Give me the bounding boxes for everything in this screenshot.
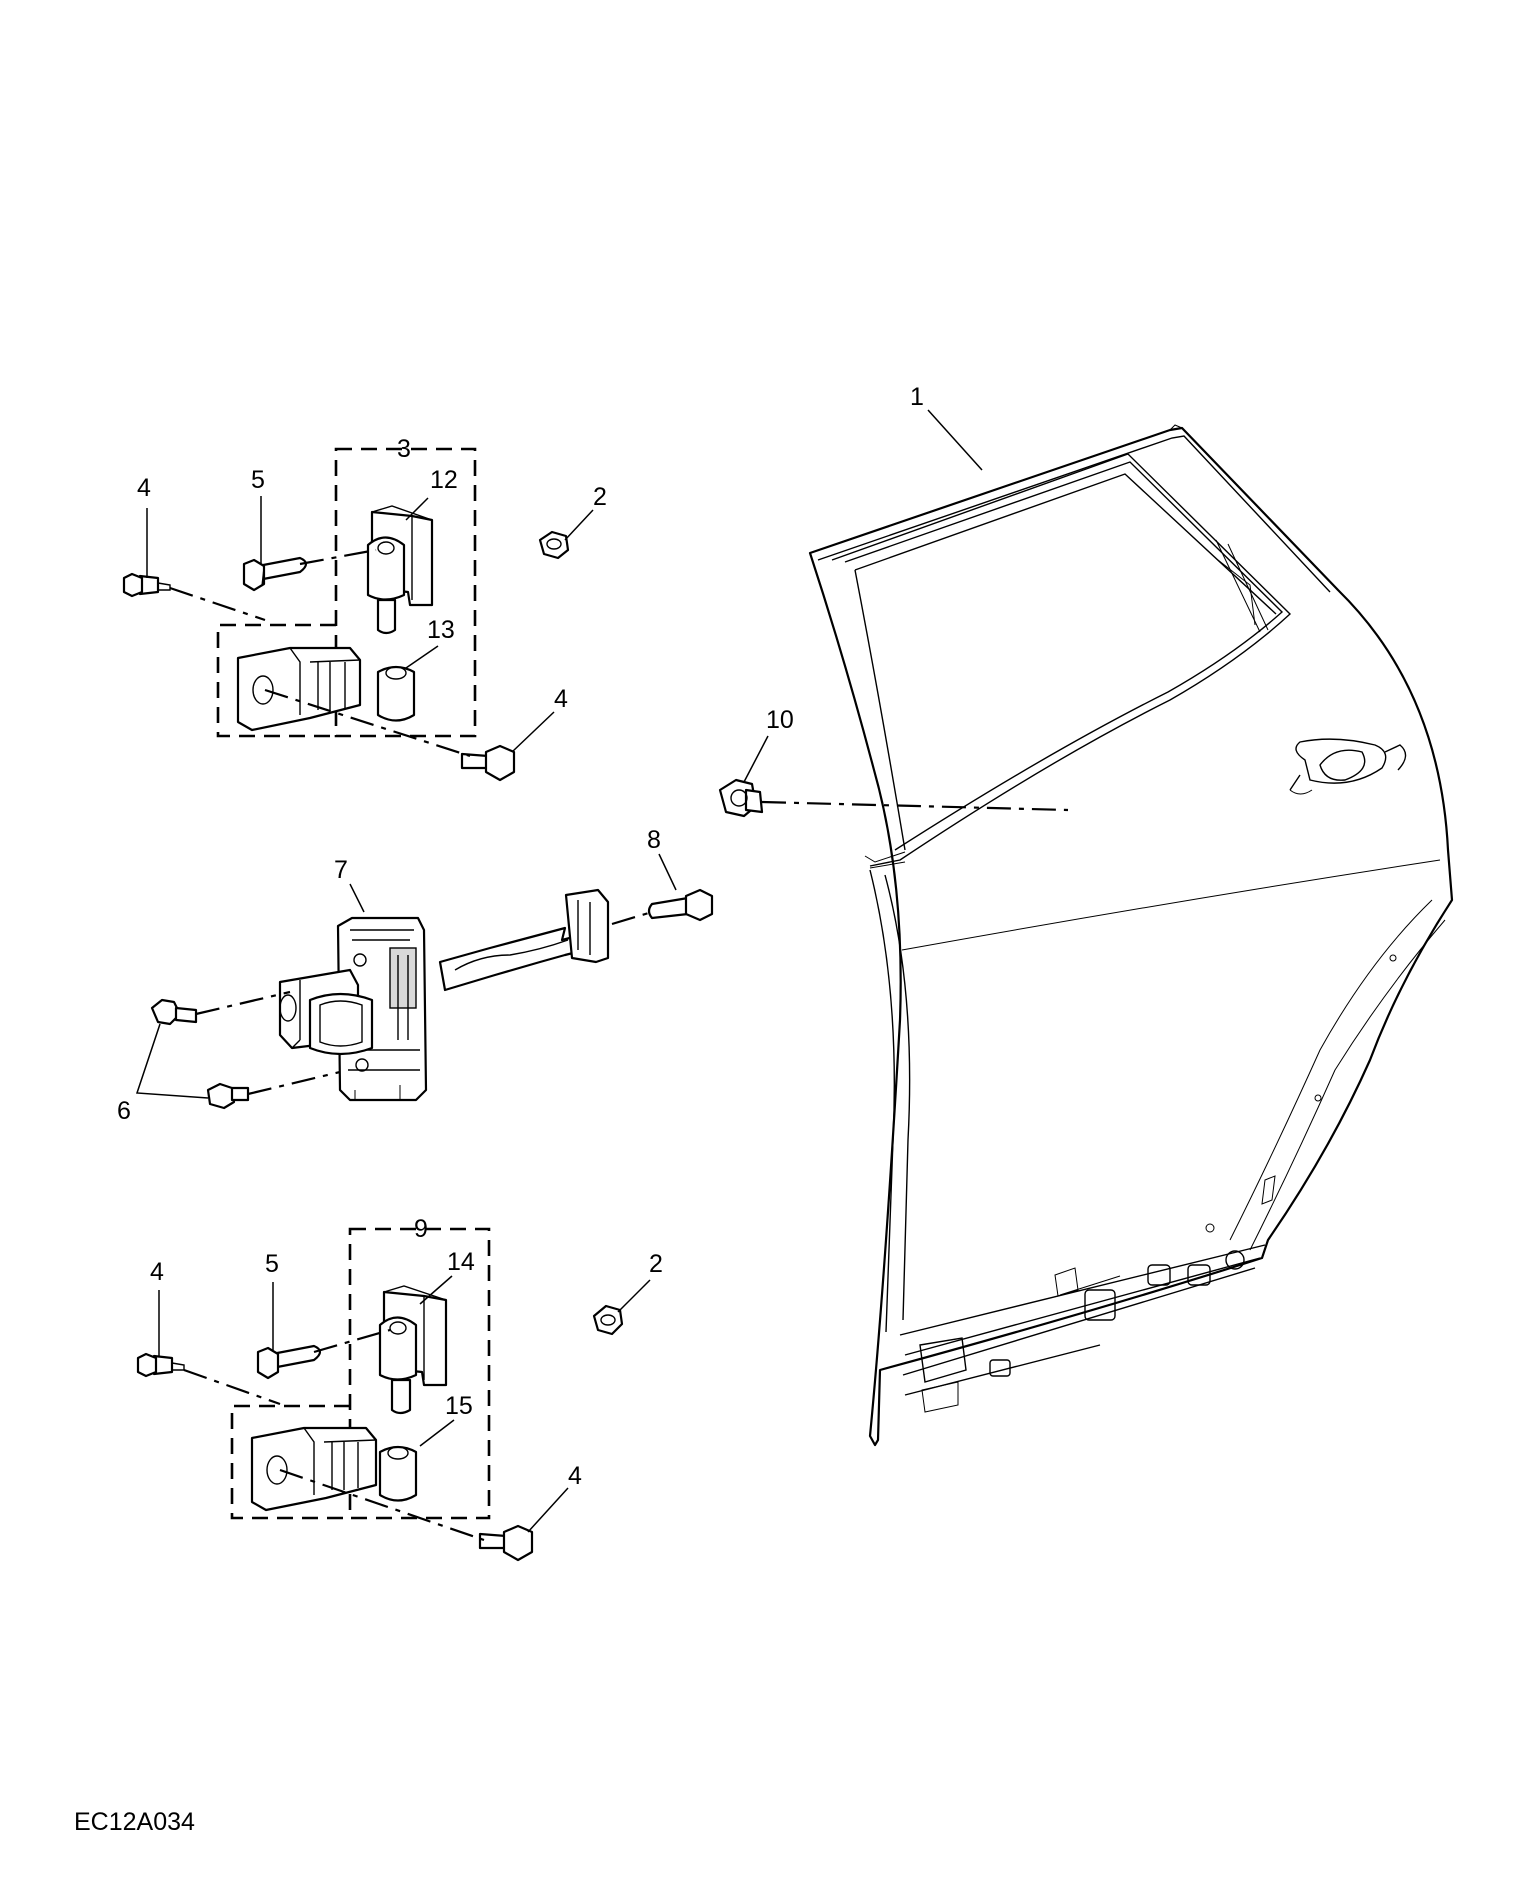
upper-nut-2 xyxy=(538,530,570,560)
callout-7: 7 xyxy=(334,856,348,884)
rear-door-shell xyxy=(808,424,1454,1447)
upper-left-bolt-4 xyxy=(122,572,171,598)
upper-right-bolt-4 xyxy=(460,744,516,782)
callout-13: 13 xyxy=(427,616,455,644)
callout-8: 8 xyxy=(647,826,661,854)
callout-2-upper: 2 xyxy=(593,483,607,511)
callout-10: 10 xyxy=(766,706,794,734)
lower-hinge-door-half xyxy=(378,1285,448,1415)
callout-12: 12 xyxy=(430,466,458,494)
lower-hinge-assembly-box xyxy=(348,1227,491,1520)
lower-nut-2 xyxy=(592,1304,624,1336)
lower-hinge-lower-box xyxy=(230,1404,350,1520)
lower-left-bolt-4 xyxy=(136,1352,185,1378)
callout-labels: 1 2 3 4 5 12 13 4 10 7 8 6 9 4 5 14 2 15… xyxy=(117,383,924,1490)
upper-hinge-door-half xyxy=(366,505,434,635)
door-handle-recess xyxy=(1289,738,1407,795)
callout-1: 1 xyxy=(910,383,924,411)
check-strap-bolt-8 xyxy=(647,888,714,922)
callout-6: 6 xyxy=(117,1097,131,1125)
callout-4-lower-right: 4 xyxy=(568,1462,582,1490)
leader-lines xyxy=(135,409,983,1533)
check-strap-bolt-6-lower xyxy=(206,1082,250,1110)
lower-hinge-body-half xyxy=(250,1426,418,1512)
plug-10 xyxy=(718,778,764,818)
callout-9: 9 xyxy=(414,1215,428,1243)
callout-3: 3 xyxy=(397,435,411,463)
callout-5-upper: 5 xyxy=(251,466,265,494)
centre-lines xyxy=(169,548,1069,1542)
callout-4-lower-left: 4 xyxy=(150,1258,164,1286)
upper-hinge-bolt-5 xyxy=(242,556,308,592)
upper-hinge-body-half xyxy=(236,646,416,732)
figure-id: EC12A034 xyxy=(74,1808,195,1836)
callout-4-upper-left: 4 xyxy=(137,474,151,502)
lower-right-bolt-4 xyxy=(478,1524,534,1562)
callout-4-upper-right: 4 xyxy=(554,685,568,713)
callout-5-lower: 5 xyxy=(265,1250,279,1278)
callout-15: 15 xyxy=(445,1392,473,1420)
callout-14: 14 xyxy=(447,1248,475,1276)
door-check-strap xyxy=(278,888,610,1102)
callout-2-lower: 2 xyxy=(649,1250,663,1278)
upper-hinge-assembly-box xyxy=(334,447,477,738)
upper-hinge-lower-box xyxy=(216,623,336,738)
check-strap-bolt-6-upper xyxy=(150,998,198,1026)
lower-hinge-bolt-5 xyxy=(256,1344,322,1380)
